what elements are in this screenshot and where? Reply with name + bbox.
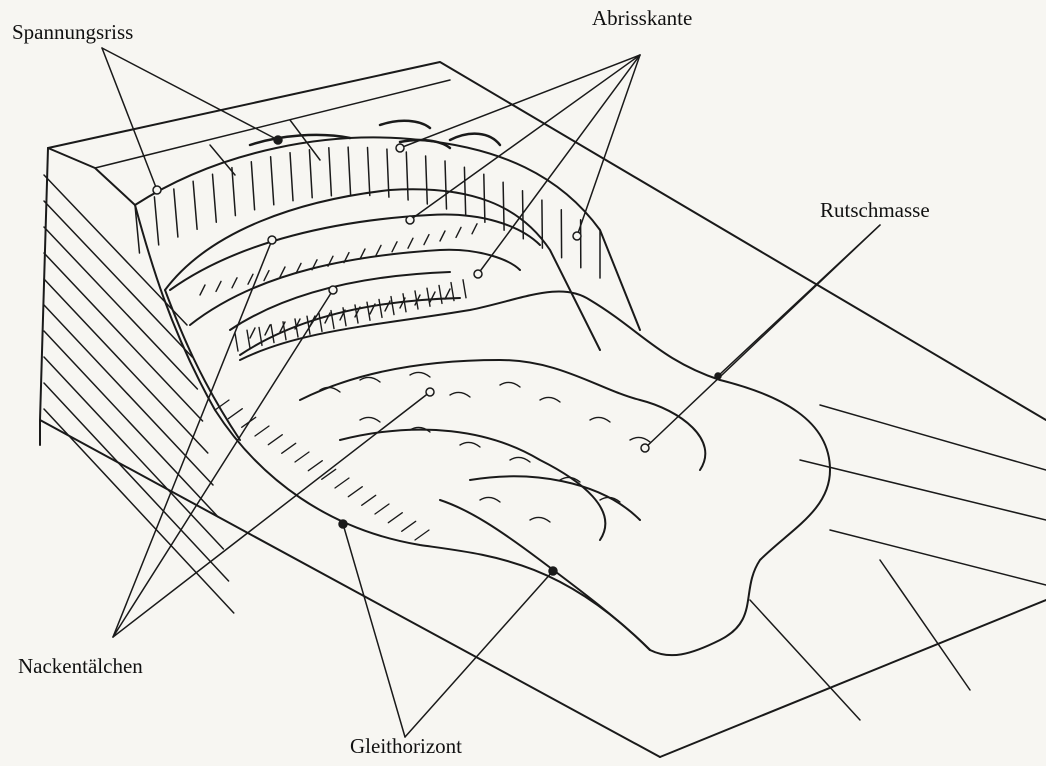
label-nackentaelchen: Nackentälchen [18, 654, 143, 679]
label-rutschmasse: Rutschmasse [820, 198, 930, 223]
label-spannungsriss: Spannungsriss [12, 20, 133, 45]
label-abrisskante: Abrisskante [592, 6, 692, 31]
label-gleithorizont: Gleithorizont [350, 734, 462, 759]
